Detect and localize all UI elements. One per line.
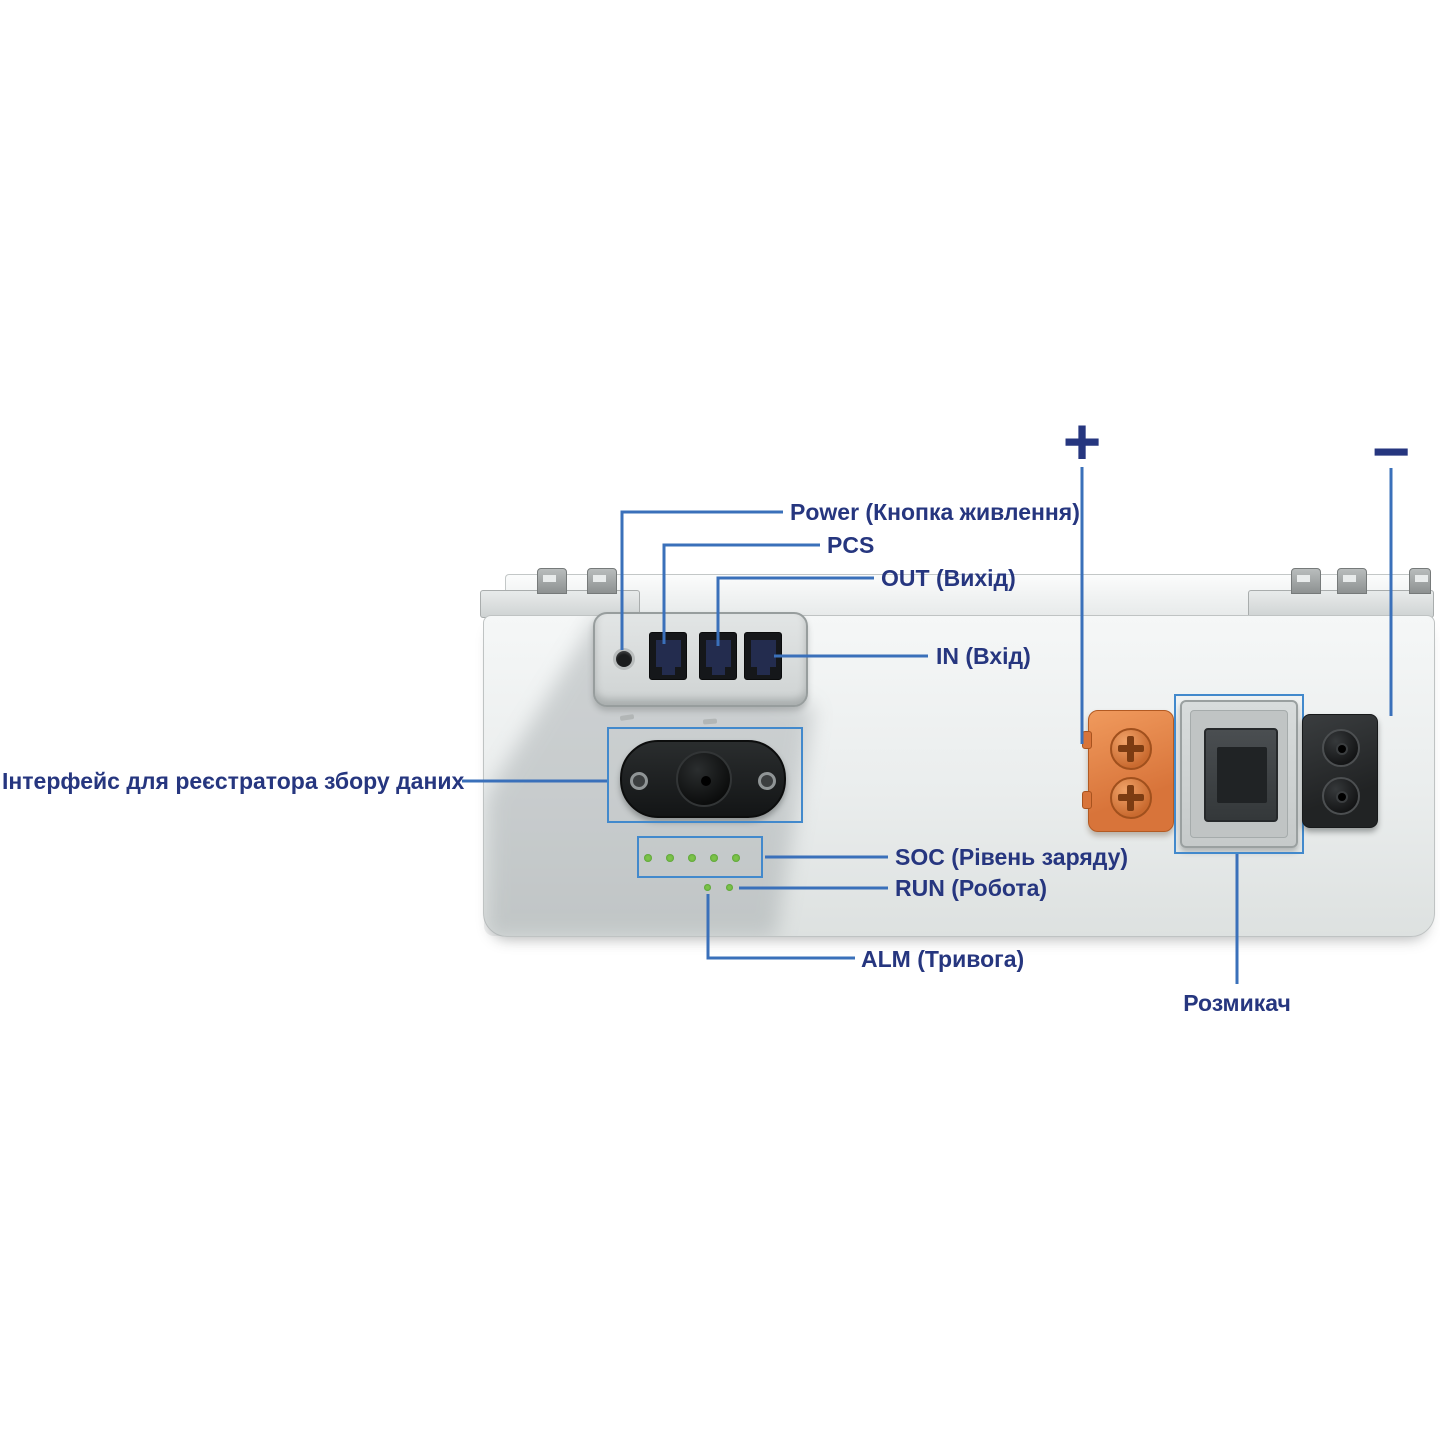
breaker <box>1180 700 1298 848</box>
power-button <box>616 651 632 667</box>
soc-led <box>666 854 674 862</box>
terminal-socket <box>1110 728 1152 770</box>
pcs-label: PCS <box>827 532 875 558</box>
port-slot-icon <box>706 640 731 675</box>
pcs-port <box>649 632 687 680</box>
out-port <box>699 632 737 680</box>
soc-led <box>644 854 652 862</box>
alm-label: ALM (Тривога) <box>861 946 1025 972</box>
in-label: IN (Вхід) <box>936 643 1031 669</box>
run-led <box>726 884 733 891</box>
bracket-hook-icon <box>1337 568 1367 594</box>
soc-leds <box>644 854 740 862</box>
negative-terminal-connector <box>1302 714 1378 828</box>
soc-label: SOC (Рівень заряду) <box>895 844 1129 870</box>
terminal-socket <box>1322 729 1360 767</box>
pin-icon <box>1338 745 1346 753</box>
comm-port-panel <box>593 612 808 707</box>
breaker-slot <box>1217 747 1267 803</box>
data-interface-label: Інтерфейс для реєстратора збору даних <box>2 768 465 794</box>
bracket-hook-icon <box>537 568 567 594</box>
positive-terminal-connector <box>1082 710 1174 832</box>
bracket-hook-icon <box>1409 568 1431 594</box>
out-label: OUT (Вихід) <box>881 565 1016 591</box>
slot-icon <box>1127 785 1134 811</box>
port-slot-icon <box>751 640 776 675</box>
plus-sign: + <box>1062 404 1102 478</box>
soc-led <box>710 854 718 862</box>
soc-led-highlight-box <box>637 836 763 878</box>
bracket-hook-icon <box>587 568 617 594</box>
data-logger-connector <box>620 740 786 818</box>
terminal-socket <box>1322 777 1360 815</box>
in-port <box>744 632 782 680</box>
soc-led <box>732 854 740 862</box>
latch-icon <box>1082 731 1092 749</box>
screw-icon <box>758 772 776 790</box>
molded-mark <box>702 718 718 725</box>
terminal-socket <box>1110 777 1152 819</box>
breaker-highlight-box <box>1174 694 1304 854</box>
port-slot-icon <box>656 640 681 675</box>
connector-pin <box>701 776 711 786</box>
breaker-switch <box>1204 728 1278 822</box>
mounting-bracket-left <box>480 568 640 618</box>
pin-icon <box>1338 793 1346 801</box>
mounting-bracket-right <box>1248 568 1434 618</box>
power-label: Power (Кнопка живлення) <box>790 499 1080 525</box>
slot-icon <box>1127 736 1134 762</box>
screw-icon <box>630 772 648 790</box>
bracket-hook-icon <box>1291 568 1321 594</box>
alm-led <box>704 884 711 891</box>
connector-face <box>676 751 732 807</box>
breaker-label: Розмикач <box>1183 990 1291 1016</box>
run-label: RUN (Робота) <box>895 875 1048 901</box>
data-connector-highlight-box <box>607 727 803 823</box>
minus-sign: − <box>1371 414 1411 488</box>
soc-led <box>688 854 696 862</box>
latch-icon <box>1082 791 1092 809</box>
